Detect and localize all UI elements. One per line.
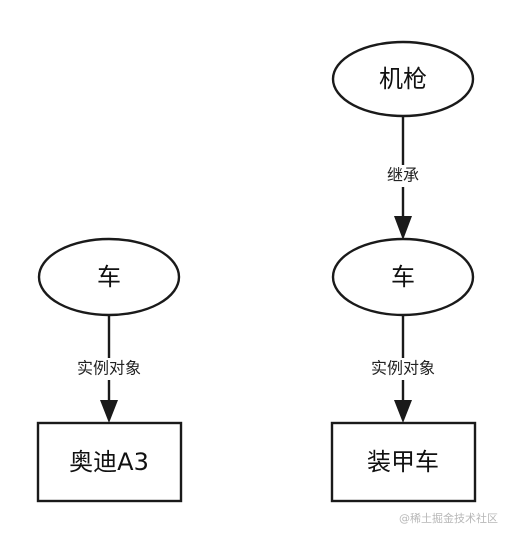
node-car-right: 车 — [331, 237, 475, 317]
car-right-label: 车 — [391, 263, 415, 291]
armored-car-label: 装甲车 — [367, 448, 439, 476]
audi-a3-box — [36, 421, 183, 503]
node-car-left: 车 — [37, 237, 181, 317]
machine-gun-ellipse — [331, 40, 475, 118]
edge-instance-right: 实例对象 — [359, 315, 447, 423]
instance-left-arrow-head — [100, 400, 118, 423]
watermark-text: @稀土掘金技术社区 — [399, 511, 498, 525]
node-armored-car: 装甲车 — [330, 421, 477, 503]
edge-instance-left: 实例对象 — [65, 315, 153, 423]
edge-inherit: 继承 — [379, 115, 427, 240]
instance-right-arrow-head — [394, 400, 412, 423]
inherit-label: 继承 — [387, 166, 419, 185]
car-right-ellipse — [331, 237, 475, 317]
audi-a3-label: 奥迪A3 — [69, 448, 149, 476]
car-left-label: 车 — [97, 263, 121, 291]
car-left-ellipse — [37, 237, 181, 317]
inherit-label-bg — [379, 165, 427, 187]
instance-left-label-bg — [65, 358, 153, 380]
instance-right-label-bg — [359, 358, 447, 380]
armored-car-box — [330, 421, 477, 503]
inherit-arrow-head — [394, 216, 412, 240]
instance-left-label: 实例对象 — [77, 359, 141, 378]
machine-gun-label: 机枪 — [379, 65, 427, 93]
node-machine-gun: 机枪 — [331, 40, 475, 118]
instance-right-label: 实例对象 — [371, 359, 435, 378]
node-audi-a3: 奥迪A3 — [36, 421, 183, 503]
